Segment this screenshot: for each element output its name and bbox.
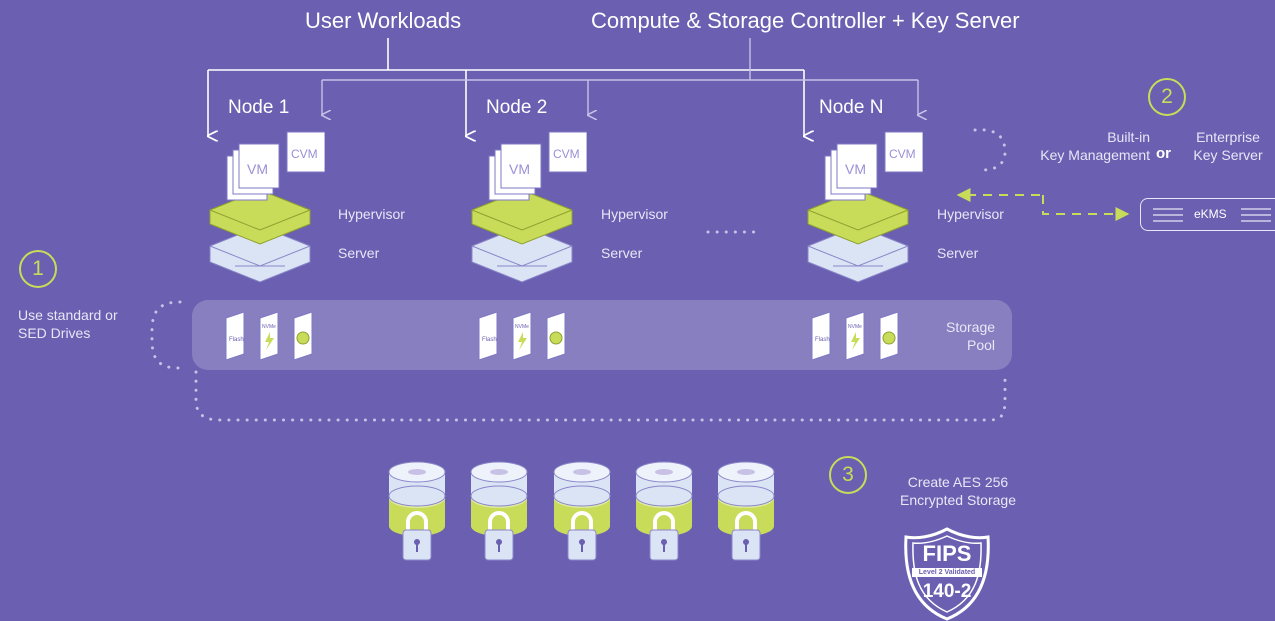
fips-badge: FIPS Level 2 Validated 140-2 [902,527,992,621]
step-3-text: Create AES 256 Encrypted Storage [878,473,1038,509]
node-n-drives: Flash NVMe [808,308,908,364]
flash-drive-icon: Flash [225,311,245,361]
enterprise-line-2: Key Server [1193,147,1263,163]
encrypted-disk-2 [469,460,529,564]
encrypted-disk-4 [634,460,694,564]
padlock-icon [484,511,514,561]
node-1-server-label: Server [338,245,380,261]
encrypted-disk-icon [470,461,528,536]
sed-drive-icon [879,311,899,361]
node-n-hypervisor-label: Hypervisor [937,206,1004,222]
user-workloads-title: User Workloads [305,8,462,33]
storage-pool-line-1: Storage [945,319,996,335]
ekms-link [1042,195,1130,221]
builtin-key-management: Built-in Key Management [1020,128,1150,164]
vm-icon: VM [226,143,280,201]
encrypted-disk-icon [388,461,446,536]
storage-pool-label: Storage Pool [942,318,995,354]
node-1-hypervisor-label: Hypervisor [338,206,405,222]
builtin-line-2: Key Management [1040,147,1150,163]
builtin-line-1: Built-in [1107,129,1150,145]
node-2-hypervisor-label: Hypervisor [601,206,668,222]
cvm-icon: CVM [884,131,924,173]
node-n-stack: VM CVM [803,128,924,288]
step-1-text: Use standard or SED Drives [18,306,118,342]
node-2-drives: Flash NVMe [475,308,575,364]
step-3-badge: 3 [829,456,867,494]
encrypted-disk-icon [717,461,775,536]
sed-drive-icon [293,311,313,361]
flash-text: Flash [229,337,244,343]
nvme-text: NVMe [848,324,862,330]
enterprise-line-1: Enterprise [1196,129,1260,145]
flash-drive-icon: Flash [478,311,498,361]
padlock-icon [731,511,761,561]
server-icon [209,225,311,283]
flash-drive-icon: Flash [811,311,831,361]
fips-number: 140-2 [922,581,972,602]
node-2-server-label: Server [601,245,643,261]
controller-connector [322,38,918,81]
encrypted-disk-icon [635,461,693,536]
padlock-icon [402,511,432,561]
sed-drive-icon [546,311,566,361]
storage-pool [192,300,1012,370]
node-2-label: Node 2 [486,97,548,118]
node-1-graphic: VM CVM [209,131,326,283]
cvm-text: CVM [553,147,580,161]
nvme-text: NVMe [515,324,529,330]
nvme-drive-icon: NVMe [259,311,279,361]
fips-level: Level 2 Validated [912,568,982,577]
padlock-icon [567,511,597,561]
node-n-label: Node N [819,97,884,118]
vm-icon: VM [824,143,878,201]
key-manager-dots [973,128,1007,172]
nvme-drive-icon: NVMe [512,311,532,361]
cvm-icon: CVM [286,131,326,173]
step-1-line-2: SED Drives [18,325,91,341]
encrypted-disk-icon [553,461,611,536]
node-1-stack: VM CVM [205,128,326,288]
vm-text: VM [509,161,530,177]
encrypted-disk-1 [387,460,447,564]
controller-title: Compute & Storage Controller + Key Serve… [591,8,1020,33]
padlock-icon [649,511,679,561]
cvm-text: CVM [291,147,318,161]
node-1-drives: Flash NVMe [222,308,322,364]
nvme-text: NVMe [262,324,276,330]
node-n-server-label: Server [937,245,979,261]
vm-icon: VM [488,143,542,201]
ekms-label: eKMS [1194,207,1227,221]
cvm-text: CVM [889,147,916,161]
flash-text: Flash [482,337,497,343]
encrypted-disk-5 [716,460,776,564]
fips-shield-icon [904,527,990,621]
enterprise-key-server: Enterprise Key Server [1184,128,1272,164]
step-2-badge: 2 [1148,78,1186,116]
step-3-line-1: Create AES 256 [907,474,1009,490]
node-2-stack: VM CVM [467,128,588,288]
storage-loop-dots [150,300,1007,422]
storage-pool-line-2: Pool [967,337,996,353]
encrypted-disk-3 [552,460,612,564]
vm-text: VM [845,161,866,177]
vm-text: VM [247,161,268,177]
node-1-label: Node 1 [228,97,290,118]
workload-connector [208,38,804,71]
step-1-line-1: Use standard or [18,307,118,323]
or-label: or [1156,145,1171,162]
ekms-server: eKMS [1140,198,1275,231]
node-2-graphic: VM CVM [471,131,588,283]
node-n-graphic: VM CVM [807,131,924,283]
step-1-badge: 1 [19,250,57,288]
cvm-icon: CVM [548,131,588,173]
step-3-line-2: Encrypted Storage [900,492,1016,508]
nvme-drive-icon: NVMe [845,311,865,361]
fips-title: FIPS [922,541,972,566]
flash-text: Flash [815,337,830,343]
ekms-server-icon [1153,208,1271,222]
